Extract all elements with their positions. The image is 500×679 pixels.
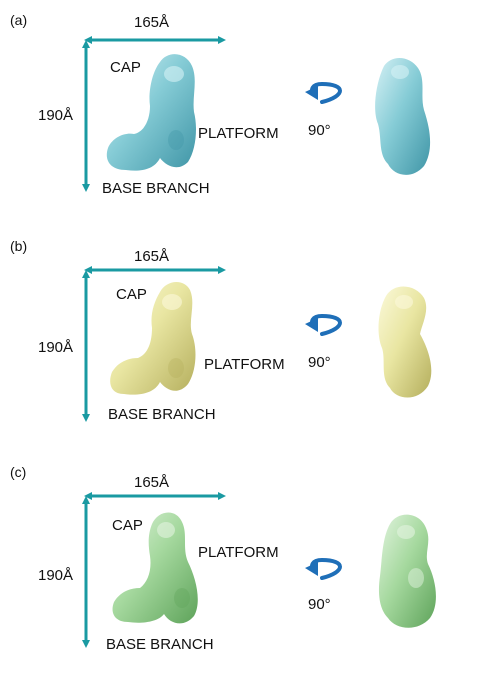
protein-front-view bbox=[112, 512, 198, 624]
height-label: 190Å bbox=[38, 107, 74, 124]
width-label: 165Å bbox=[134, 14, 170, 31]
panel-graphics bbox=[82, 36, 431, 192]
protein-side-view bbox=[378, 514, 436, 628]
panel-letter: (a) bbox=[10, 12, 28, 28]
platform-label: PLATFORM bbox=[198, 125, 279, 142]
rotation-label: 90° bbox=[308, 354, 331, 371]
height-label: 190Å bbox=[38, 567, 74, 584]
rotation-label: 90° bbox=[308, 596, 331, 613]
width-label: 165Å bbox=[134, 248, 170, 265]
base-branch-label: BASE BRANCH bbox=[108, 406, 216, 423]
panel-c: (c) 165Å 190Å CAP PLATFORM B bbox=[0, 452, 500, 678]
panel-a: (a) 165Å 190Å bbox=[0, 0, 500, 226]
panel-graphics bbox=[82, 266, 432, 422]
platform-label: PLATFORM bbox=[198, 544, 279, 561]
platform-label: PLATFORM bbox=[204, 356, 285, 373]
protein-front-view bbox=[106, 54, 196, 171]
protein-side-view bbox=[378, 286, 432, 398]
panel-letter: (c) bbox=[10, 464, 27, 480]
rotation-label: 90° bbox=[308, 122, 331, 139]
protein-front-view bbox=[110, 281, 196, 395]
height-label: 190Å bbox=[38, 339, 74, 356]
protein-side-view bbox=[375, 57, 431, 175]
panel-b: (b) 165Å 190Å CAP PLATFORM BASE BRA bbox=[0, 226, 500, 452]
base-branch-label: BASE BRANCH bbox=[102, 180, 210, 197]
base-branch-label: BASE BRANCH bbox=[106, 636, 214, 653]
cap-label: CAP bbox=[112, 517, 143, 534]
cap-label: CAP bbox=[110, 59, 141, 76]
panel-graphics bbox=[82, 492, 436, 648]
panel-letter: (b) bbox=[10, 238, 28, 254]
cap-label: CAP bbox=[116, 286, 147, 303]
width-label: 165Å bbox=[134, 474, 170, 491]
